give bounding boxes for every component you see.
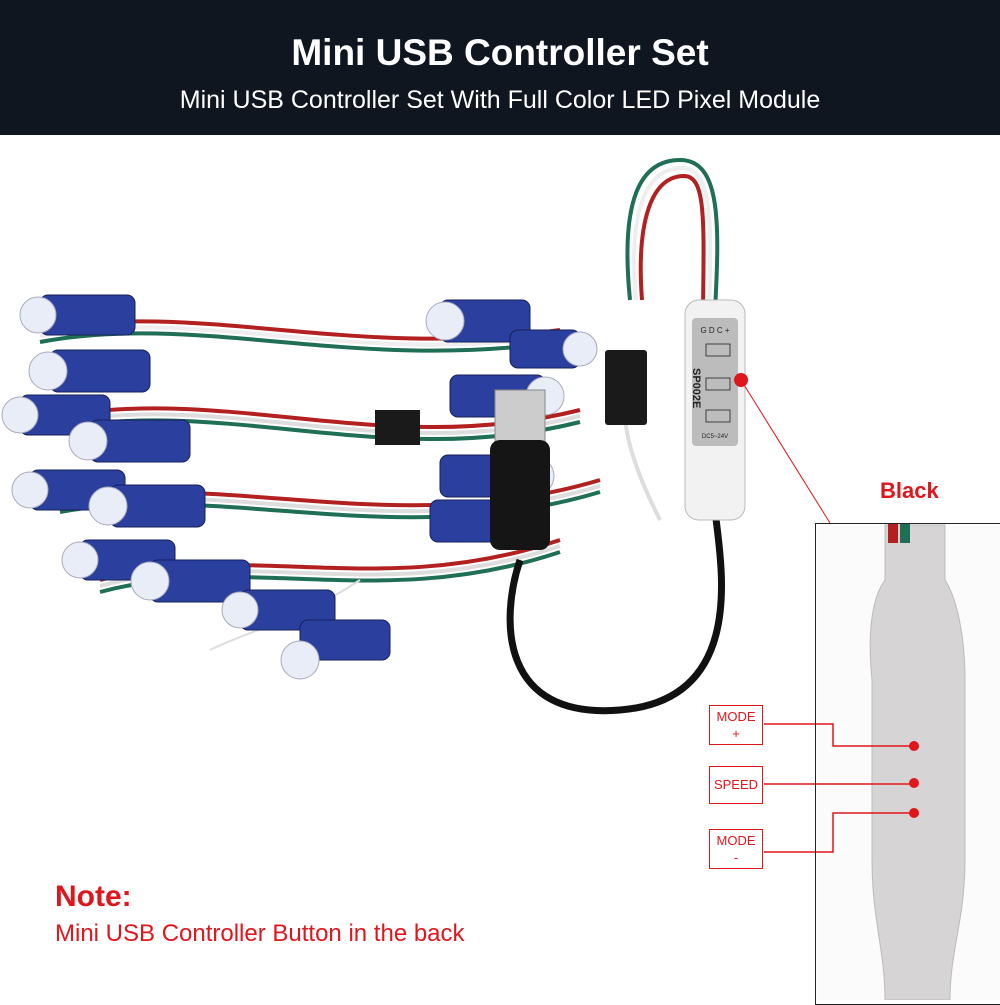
note-title: Note: [55,880,132,913]
jst-connector [605,350,647,425]
callout-line2: - [733,850,739,865]
inset-photo [764,523,1000,1000]
pointer-line [740,379,831,524]
header-banner: Mini USB Controller Set Mini USB Control… [0,0,1000,135]
controller-voltage-label: DC5~24V [702,434,728,440]
connector-plug [375,410,420,445]
controller-body: G D C + SP002E DC5~24V [684,299,746,521]
usb-plug [490,389,550,550]
callout-mode-minus: MODE - [709,829,763,869]
callout-speed: SPEED [709,766,763,804]
note-text: Mini USB Controller Button in the back [55,920,465,947]
controller-pins-label: G D C + [700,326,729,335]
page-subtitle: Mini USB Controller Set With Full Color … [179,86,821,114]
product-photo: G D C + SP002E DC5~24V [1,157,1000,1000]
page-title: Mini USB Controller Set [291,32,709,73]
callout-line2: + [732,726,740,741]
callout-line1: MODE [716,709,756,724]
inset-color-label: Black [880,478,939,503]
callout-line1: SPEED [713,777,759,792]
controller-model-label: SP002E [690,368,702,408]
callout-line1: MODE [716,833,756,848]
callout-mode-plus: MODE + [709,705,763,745]
